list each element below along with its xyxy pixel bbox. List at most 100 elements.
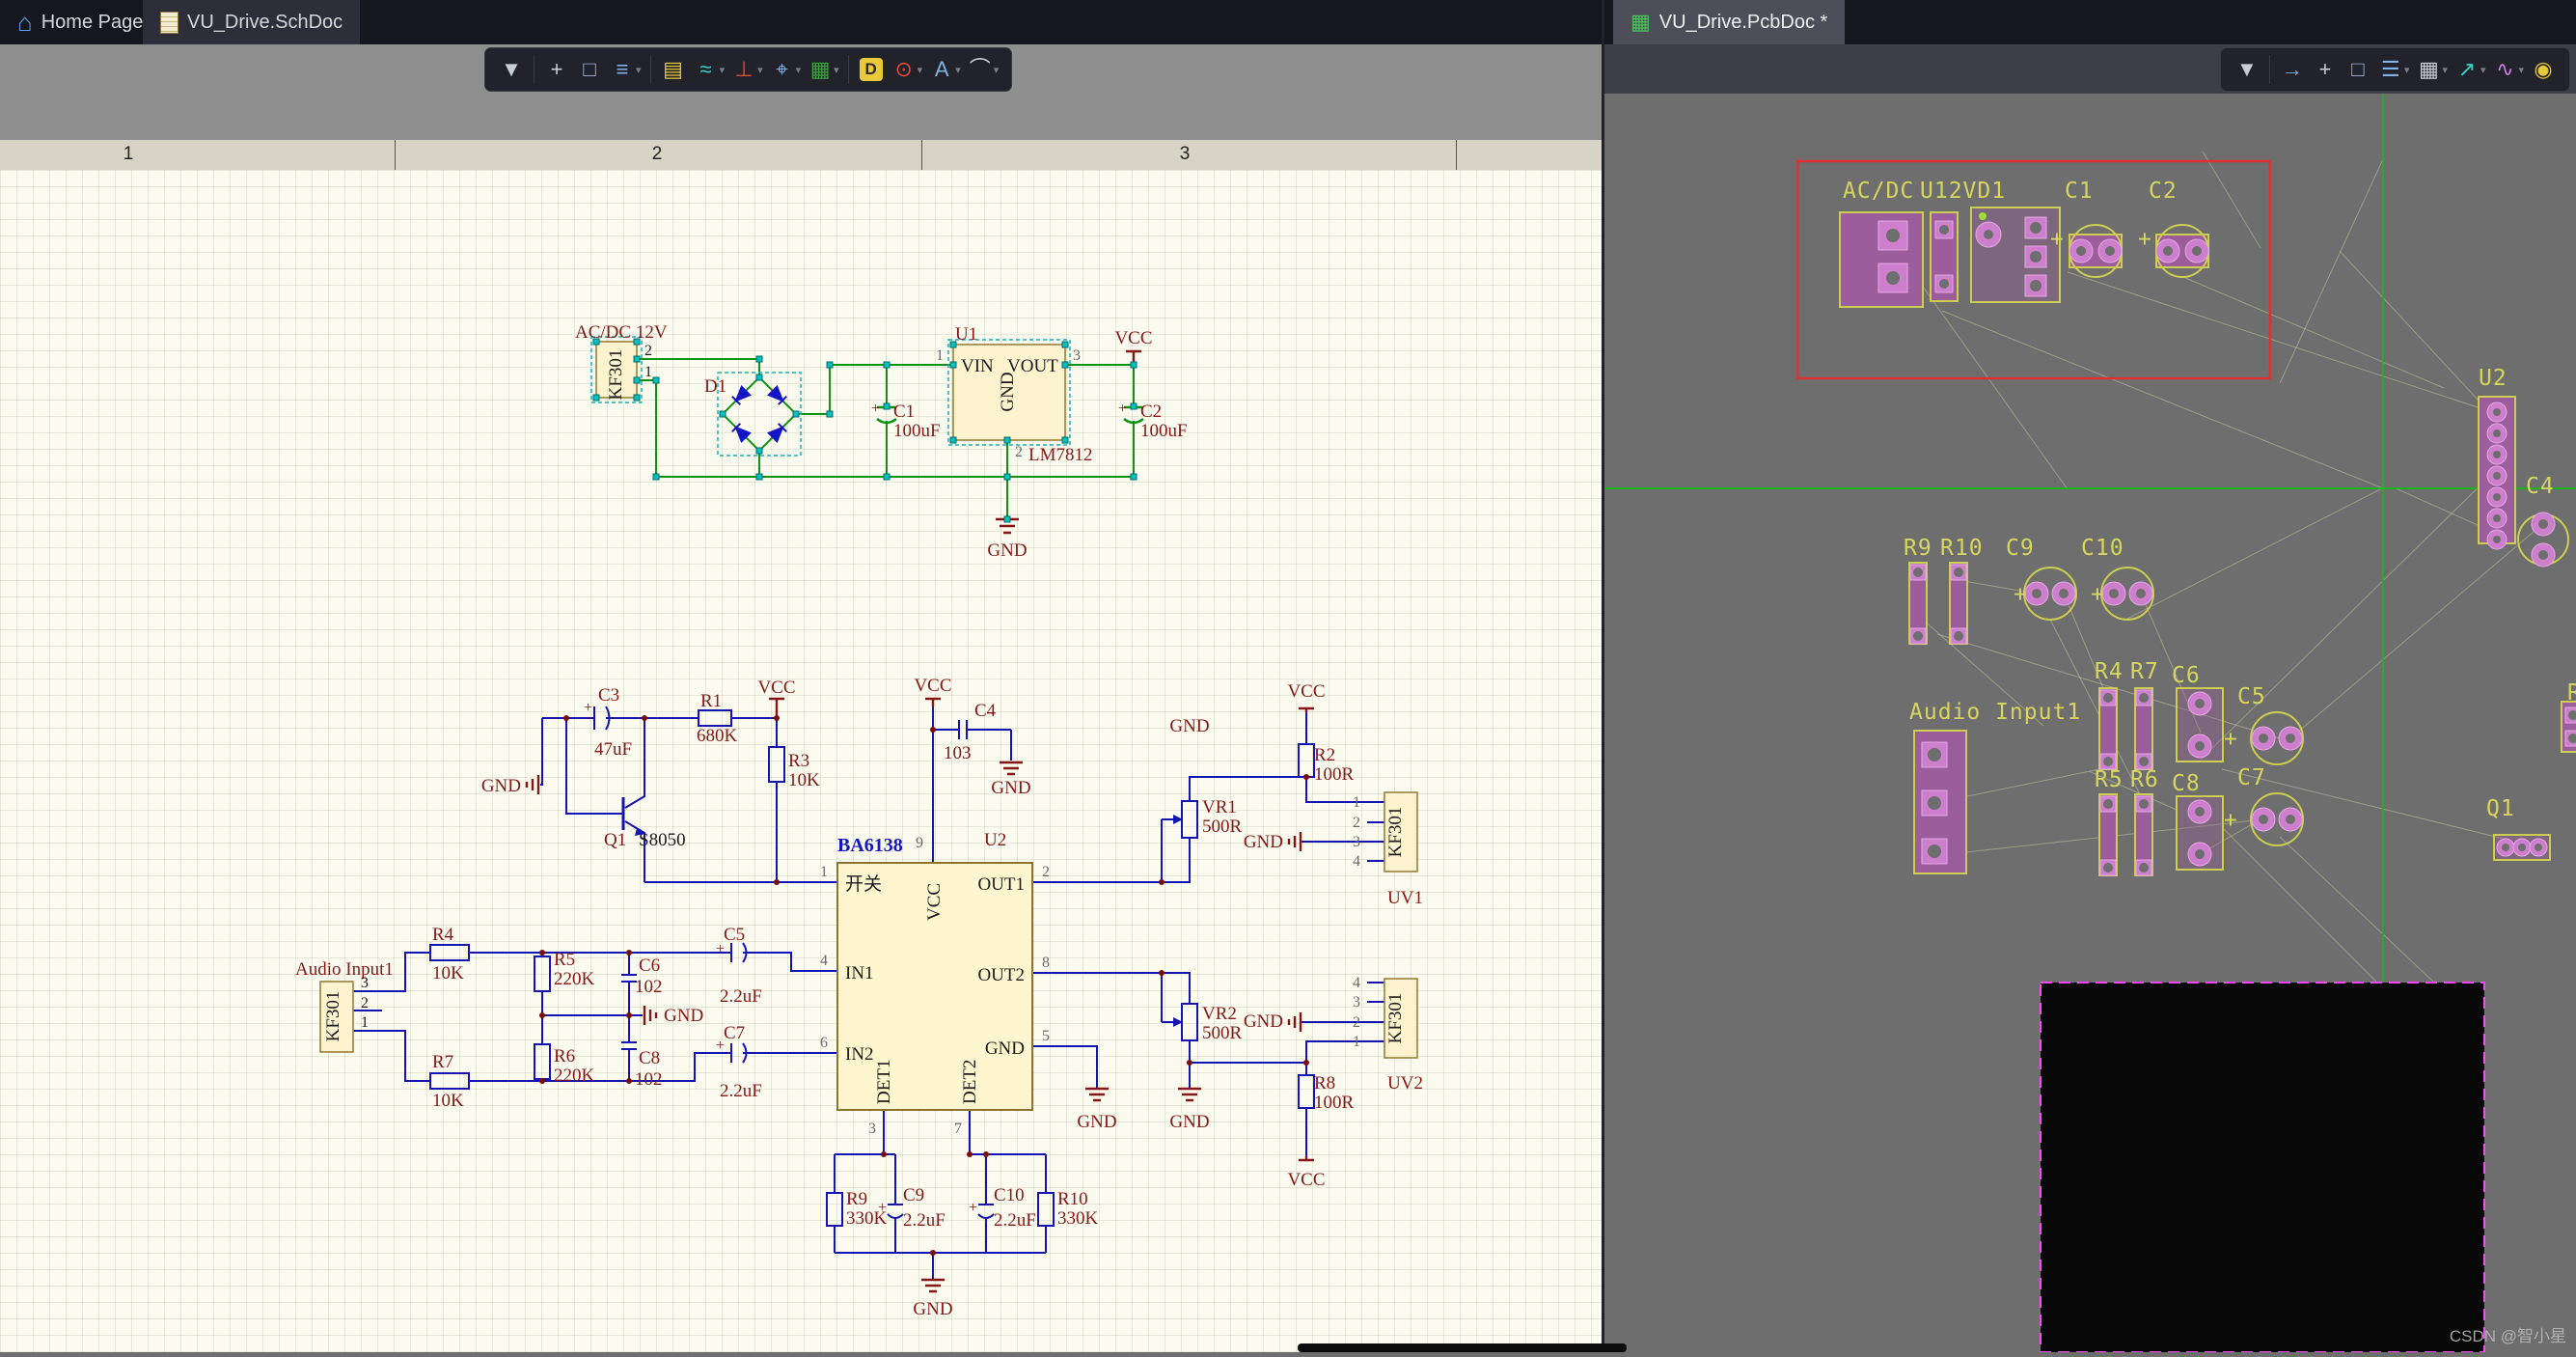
tune-icon-dropdown[interactable]: ▾ — [2518, 64, 2524, 76]
ruler-number: 3 — [1180, 144, 1191, 165]
schematic-label: R7 — [432, 1052, 453, 1072]
schematic-label: GND — [1077, 1112, 1116, 1132]
schematic-label: AC/DC 12V — [575, 322, 668, 343]
pcb-label: Q1 — [2486, 796, 2515, 821]
interactive-route-icon[interactable]: ↗ — [2451, 49, 2483, 90]
pcb-canvas[interactable]: AC/DCU12VD1C1C2++U2C4R9R10C9+C10+Audio I… — [1604, 94, 2576, 1352]
schematic-label: 100uF — [893, 421, 941, 441]
schematic-label: VR2 — [1202, 1004, 1237, 1024]
pcb-label: + — [2138, 227, 2152, 252]
schematic-label: UV2 — [1387, 1073, 1423, 1094]
no-erc-icon[interactable]: ⊙ — [888, 49, 920, 90]
text-icon-dropdown[interactable]: ▾ — [955, 64, 961, 76]
part-icon[interactable]: ▦ — [804, 49, 836, 90]
tab-pcbdoc[interactable]: ▦ VU_Drive.PcbDoc * — [1613, 0, 1845, 44]
schematic-label: 7 — [954, 1121, 962, 1137]
schematic-label: R9 — [846, 1189, 867, 1209]
schematic-label: 2 — [1015, 444, 1023, 460]
tab-schdoc-label: VU_Drive.SchDoc — [187, 12, 343, 34]
align-icon-dropdown[interactable]: ▾ — [636, 64, 642, 76]
grid-icon[interactable]: ▦ — [2412, 49, 2445, 90]
select-area-icon[interactable]: □ — [2342, 49, 2374, 90]
schematic-label: 3 — [1353, 994, 1360, 1011]
schematic-label: + — [969, 1200, 977, 1216]
bulb-icon[interactable]: ◉ — [2527, 49, 2560, 90]
schematic-label: C7 — [724, 1023, 745, 1043]
schematic-label: 5 — [1042, 1028, 1050, 1044]
route-icon[interactable]: → — [2276, 49, 2309, 90]
filter-icon[interactable]: ▼ — [2231, 49, 2263, 90]
schematic-label: 8 — [1042, 955, 1050, 971]
arc-icon-dropdown[interactable]: ▾ — [994, 64, 1000, 76]
pcb-toolbar: ▼→+□☰▾▦▾↗▾∿▾◉ — [2220, 47, 2570, 92]
horizontal-scrollbar-thumb[interactable] — [1298, 1343, 1627, 1352]
grid-icon-dropdown[interactable]: ▾ — [2442, 64, 2448, 76]
select-area-icon[interactable]: □ — [573, 49, 606, 90]
schematic-label: 500R — [1202, 817, 1243, 837]
interactive-route-icon-dropdown[interactable]: ▾ — [2480, 64, 2486, 76]
schematic-label: VCC — [1287, 681, 1325, 702]
document-tab-bar: ⌂ Home Page VU_Drive.SchDoc ▦ VU_Drive.P… — [0, 0, 2576, 44]
schematic-label: 9 — [916, 835, 923, 851]
probe-icon[interactable]: ⌖ — [766, 49, 799, 90]
wire-icon[interactable]: ≈ — [690, 49, 723, 90]
schematic-label: 680K — [697, 726, 738, 746]
pcb-label: C6 — [2172, 663, 2201, 688]
watermark: CSDN @智小星 — [2450, 1322, 2566, 1346]
pcbdoc-icon: ▦ — [1631, 12, 1651, 33]
ruler-number: 2 — [652, 144, 663, 165]
schematic-label: C2 — [1140, 402, 1162, 422]
schematic-label: VCC — [757, 678, 795, 698]
crosshair-icon[interactable]: + — [540, 49, 573, 90]
schematic-label: IN2 — [845, 1044, 874, 1065]
schematic-label: + — [878, 1200, 887, 1216]
library-icon[interactable]: ▤ — [657, 49, 690, 90]
pcb-label: + — [2050, 227, 2065, 252]
schematic-sheet[interactable]: AC/DC 12VKF30121D1U1VINVOUTGND132LM7812+… — [0, 170, 1602, 1352]
board-outline-region[interactable] — [2041, 983, 2484, 1352]
measure-icon[interactable]: ☰ — [2374, 49, 2407, 90]
schematic-label: C1 — [893, 402, 915, 422]
no-erc-icon-dropdown[interactable]: ▾ — [918, 64, 923, 76]
pcb-toolbar-strip: ▼→+□☰▾▦▾↗▾∿▾◉ — [1604, 44, 2576, 94]
toolbar-divider — [2269, 55, 2270, 84]
schematic-label: S8050 — [639, 830, 686, 850]
pcb-label: C2 — [2149, 179, 2178, 204]
schematic-label: 4 — [820, 953, 828, 969]
schematic-label: 1 — [1353, 794, 1360, 811]
power-port-icon-dropdown[interactable]: ▾ — [757, 64, 763, 76]
power-port-icon[interactable]: ⊥ — [727, 49, 760, 90]
filter-icon[interactable]: ▼ — [495, 49, 528, 90]
schematic-label: 47uF — [594, 739, 632, 760]
part-icon-dropdown[interactable]: ▾ — [834, 64, 839, 76]
schematic-toolbar: ▼+□≡▾▤≈▾⊥▾⌖▾▦▾D⊙▾A▾⌒▾ — [484, 47, 1012, 92]
probe-icon-dropdown[interactable]: ▾ — [796, 64, 802, 76]
schematic-label: VCC — [914, 676, 951, 696]
schematic-label: 3 — [868, 1121, 876, 1137]
measure-icon-dropdown[interactable]: ▾ — [2404, 64, 2410, 76]
schematic-label: 220K — [554, 1066, 595, 1086]
pcb-workspace[interactable]: AC/DCU12VD1C1C2++U2C4R9R10C9+C10+Audio I… — [1604, 94, 2576, 1352]
crosshair-icon[interactable]: + — [2309, 49, 2342, 90]
schematic-label: R4 — [432, 925, 454, 945]
tab-schdoc[interactable]: VU_Drive.SchDoc — [143, 0, 360, 44]
schematic-label: + — [716, 1038, 725, 1054]
tune-icon[interactable]: ∿ — [2488, 49, 2521, 90]
schematic-label: 103 — [944, 743, 972, 763]
align-icon[interactable]: ≡ — [606, 49, 639, 90]
schematic-canvas[interactable]: AC/DC 12VKF30121D1U1VINVOUTGND132LM7812+… — [0, 170, 1602, 1352]
arc-icon[interactable]: ⌒ — [964, 49, 997, 90]
schematic-label: GND — [481, 776, 521, 796]
pcb-label: R9 — [1904, 536, 1932, 561]
schematic-label: D1 — [704, 376, 726, 397]
tab-home-label: Home Page — [41, 12, 144, 34]
schematic-label: GND — [1169, 716, 1209, 736]
datasheet-icon[interactable]: D — [860, 58, 883, 81]
schematic-label: LM7812 — [1028, 445, 1093, 465]
wire-icon-dropdown[interactable]: ▾ — [720, 64, 726, 76]
schematic-label: 2 — [361, 995, 369, 1011]
toolbar-divider — [650, 55, 651, 84]
text-icon[interactable]: A — [925, 49, 958, 90]
tab-home-page[interactable]: ⌂ Home Page — [0, 0, 160, 44]
schematic-label: C8 — [639, 1048, 660, 1068]
